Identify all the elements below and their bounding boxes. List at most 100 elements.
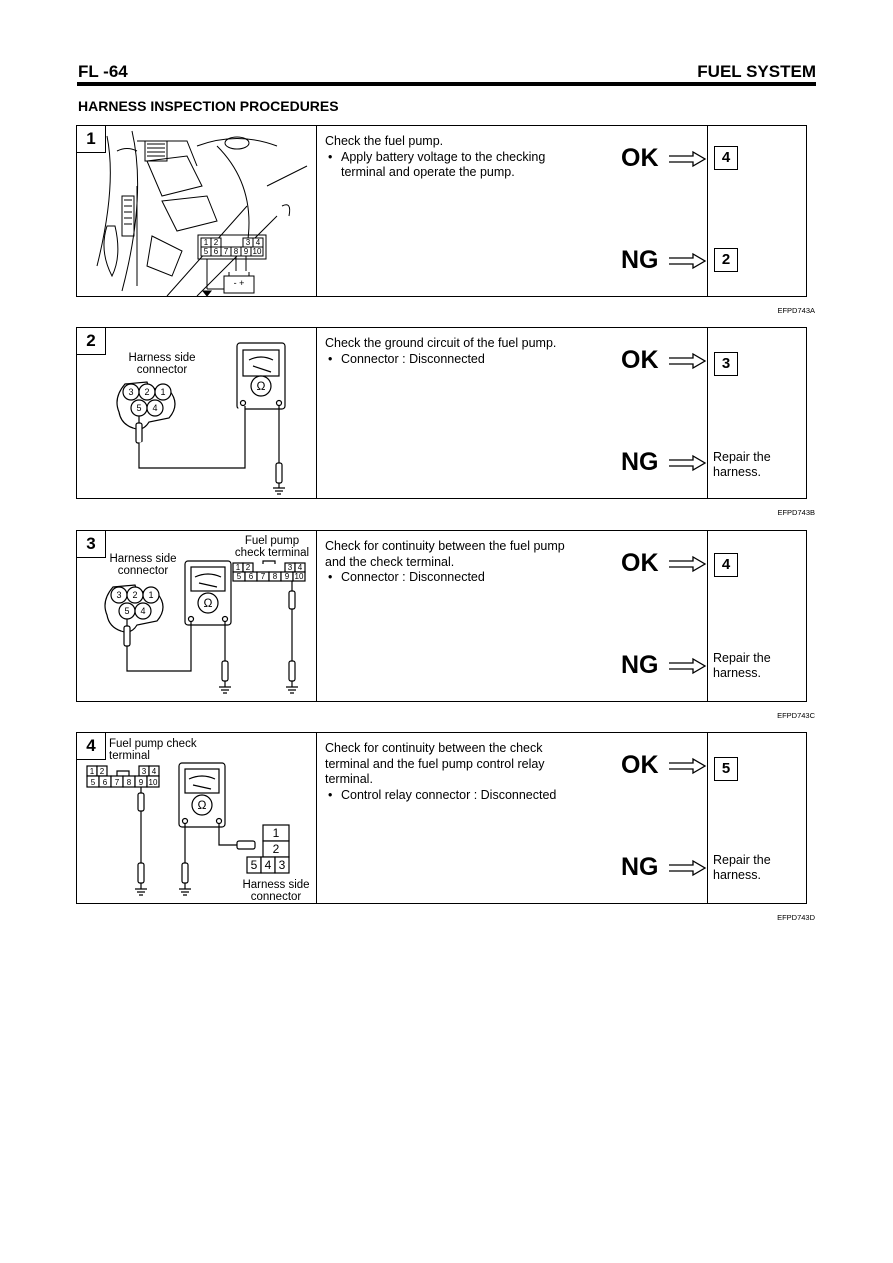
conn-pin: 9 [244,247,249,256]
ohm-symbol: Ω [204,596,213,610]
battery-icon [223,275,255,294]
ng-next-step: 2 [714,248,738,272]
svg-text:10: 10 [295,572,304,581]
right-arrow-icon [669,757,707,775]
conn-pin: 5 [204,247,209,256]
ok-label: OK [621,751,659,779]
dashboard-illustration: 1 2 3 4 5 6 7 8 9 10 - + [96,130,308,297]
step-3-figure: Harness side connector Fuel pump check t… [77,531,317,701]
step-description: Check the fuel pump. Apply battery volta… [325,134,565,181]
figure-code: EFPD743A [777,306,815,315]
ok-next-step: 5 [714,757,738,781]
right-arrow-icon [669,150,707,168]
step-1-figure: 1 2 3 4 5 6 7 8 9 10 - + 1 [77,126,317,297]
ok-next-step: 4 [714,553,738,577]
ohm-symbol: Ω [257,379,266,393]
svg-text:3: 3 [116,590,121,600]
desc-line: Check the fuel pump. [325,134,444,148]
svg-text:2: 2 [100,767,105,776]
ok-label: OK [621,549,659,577]
svg-text:7: 7 [115,778,120,787]
ohm-symbol: Ω [198,798,207,812]
step-4: Fuel pump check terminal Harness side co… [76,732,807,904]
conn-pin: 7 [224,247,229,256]
conn-pin: 6 [214,247,219,256]
conn-pin: 4 [256,238,261,247]
step-2-figure: Harness side connector 3 2 1 5 4 Ω [77,328,317,498]
pin-label: 3 [128,387,133,397]
conn-pin: 10 [253,247,262,256]
harness-connector-label: Harness side connector [128,352,196,376]
header-rule [77,82,816,86]
pin-label: 5 [136,403,141,413]
step-number: 2 [77,328,106,355]
page-title: HARNESS INSPECTION PROCEDURES [78,98,339,114]
ng-action: Repair the harness. [713,853,771,882]
conn-pin: 2 [214,238,219,247]
harness-connector-label: Harness side connector [242,879,310,903]
svg-text:6: 6 [103,778,108,787]
svg-text:1: 1 [90,767,95,776]
result-column: 3 Repair the harness. [707,328,807,498]
step-3: Harness side connector Fuel pump check t… [76,530,807,702]
relay-pin: 2 [273,842,280,856]
svg-text:1: 1 [148,590,153,600]
battery-terminals: - + [234,278,245,288]
svg-text:1: 1 [236,563,241,572]
right-arrow-icon [669,555,707,573]
svg-text:5: 5 [124,606,129,616]
ok-label: OK [621,346,659,374]
svg-text:2: 2 [246,563,251,572]
desc-line: Check the ground circuit of the fuel pum… [325,336,557,350]
right-arrow-icon [669,454,707,472]
step-1: 1 2 3 4 5 6 7 8 9 10 - + 1 Check the [76,125,807,297]
conn-pin: 8 [234,247,239,256]
step-4-figure: Fuel pump check terminal Harness side co… [77,733,317,903]
svg-text:7: 7 [261,572,266,581]
step-number: 4 [77,733,106,760]
svg-text:8: 8 [273,572,278,581]
check-terminal-label: Fuel pump check terminal [234,535,310,559]
svg-text:4: 4 [152,767,157,776]
conn-pin: 3 [246,238,251,247]
desc-bullet: Control relay connector : Disconnected [325,788,565,804]
right-arrow-icon [669,859,707,877]
svg-text:5: 5 [91,778,96,787]
ng-action: Repair the harness. [713,450,771,479]
figure-code: EFPD743B [777,508,815,517]
relay-pin: 1 [273,826,280,840]
svg-text:8: 8 [127,778,132,787]
desc-line: Check for continuity between the fuel pu… [325,539,565,569]
desc-line: Check for continuity between the check t… [325,741,545,786]
result-column: 4 Repair the harness. [707,531,807,701]
step-description: Check the ground circuit of the fuel pum… [325,336,565,367]
chapter-title: FUEL SYSTEM [697,62,816,81]
relay-pin: 5 [251,858,258,872]
check-terminal-label: Fuel pump check terminal [109,738,197,762]
step-description: Check for continuity between the check t… [325,741,565,803]
step-2: Harness side connector 3 2 1 5 4 Ω [76,327,807,499]
desc-bullet: Apply battery voltage to the checking te… [325,150,565,181]
pin-label: 2 [144,387,149,397]
step-description: Check for continuity between the fuel pu… [325,539,565,586]
relay-pin: 4 [265,858,272,872]
ng-label: NG [621,246,659,274]
svg-text:6: 6 [249,572,254,581]
ng-action: Repair the harness. [713,651,771,680]
svg-text:5: 5 [237,572,242,581]
figure-code: EFPD743D [777,913,815,922]
step-number: 3 [77,531,106,558]
result-column: 4 2 [707,126,807,296]
ng-label: NG [621,853,659,881]
svg-text:4: 4 [140,606,145,616]
svg-text:3: 3 [142,767,147,776]
pin-label: 1 [160,387,165,397]
section-code: FL -64 [78,62,128,81]
pin-label: 4 [152,403,157,413]
result-column: 5 Repair the harness. [707,733,807,903]
svg-text:10: 10 [149,778,158,787]
desc-bullet: Connector : Disconnected [325,352,565,368]
right-arrow-icon [669,252,707,270]
step-number: 1 [77,126,106,153]
